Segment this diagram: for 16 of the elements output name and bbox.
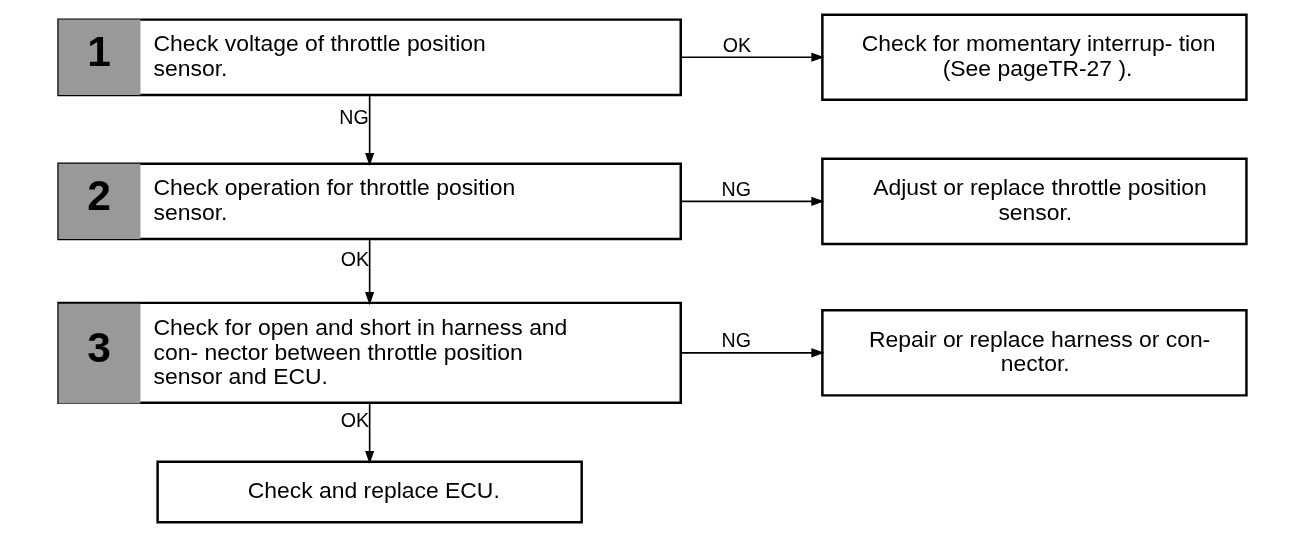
- node-box: Adjust or replace throttle position sensor.: [821, 157, 1248, 246]
- edge-label: OK: [722, 33, 752, 56]
- node-box: Check for momentary interrup- tion (See pageTR-27 ).: [821, 13, 1248, 102]
- node-box: Repair or replace harness or con- nector.: [821, 309, 1248, 397]
- arrow: [365, 238, 375, 306]
- arrow: [680, 348, 825, 358]
- arrow: [365, 94, 375, 167]
- edge-label: NG: [721, 329, 751, 352]
- arrow: [365, 402, 375, 465]
- arrow: [680, 52, 825, 62]
- node-box: Check and replace ECU.: [156, 460, 583, 524]
- arrow: [680, 196, 825, 206]
- edge-label: OK: [340, 408, 370, 431]
- edge-label: OK: [340, 247, 370, 270]
- edge-label: NG: [721, 177, 751, 200]
- edge-label: NG: [339, 105, 369, 128]
